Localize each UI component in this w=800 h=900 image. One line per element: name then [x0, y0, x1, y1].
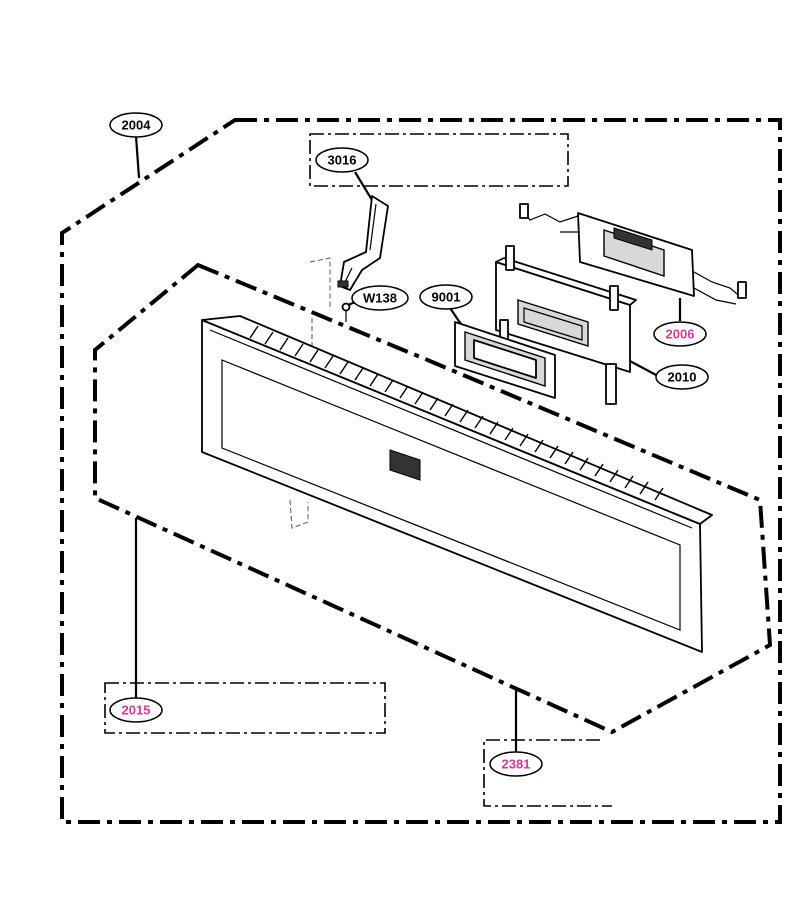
group-box-2015	[104, 682, 386, 734]
callout-2010-label: 2010	[668, 370, 697, 385]
group-box-2381	[483, 739, 612, 807]
leader-3016	[354, 171, 373, 201]
callout-w138: W138	[351, 285, 409, 311]
callout-w138-label: W138	[363, 291, 397, 306]
control-board-2006	[519, 203, 747, 305]
callout-2381: 2381	[489, 751, 543, 777]
vent-slots	[249, 325, 664, 501]
callout-3016: 3016	[315, 147, 369, 173]
callout-9001-label: 9001	[432, 290, 461, 305]
bracket-3016	[337, 195, 389, 291]
control-panel-fascia	[201, 315, 713, 653]
callout-2004: 2004	[109, 112, 163, 138]
window-frame-9001	[454, 321, 556, 399]
assembly-2004-boundary	[60, 118, 782, 824]
display-housing-2010	[495, 245, 637, 405]
callout-9001: 9001	[419, 284, 473, 310]
callout-2010: 2010	[655, 364, 709, 390]
callout-3016-label: 3016	[328, 153, 357, 168]
callout-2006: 2006	[653, 321, 707, 347]
screw-w138	[341, 302, 351, 322]
leader-2010	[627, 359, 659, 377]
callout-2015: 2015	[109, 697, 163, 723]
group-box-3016	[309, 133, 569, 187]
callout-2004-label: 2004	[122, 118, 152, 133]
callout-2015-label: 2015	[122, 703, 151, 718]
callout-2006-label: 2006	[666, 327, 695, 342]
callout-2381-label: 2381	[502, 757, 531, 772]
leader-2004	[134, 135, 141, 179]
assembly-2381-boundary	[93, 262, 773, 735]
